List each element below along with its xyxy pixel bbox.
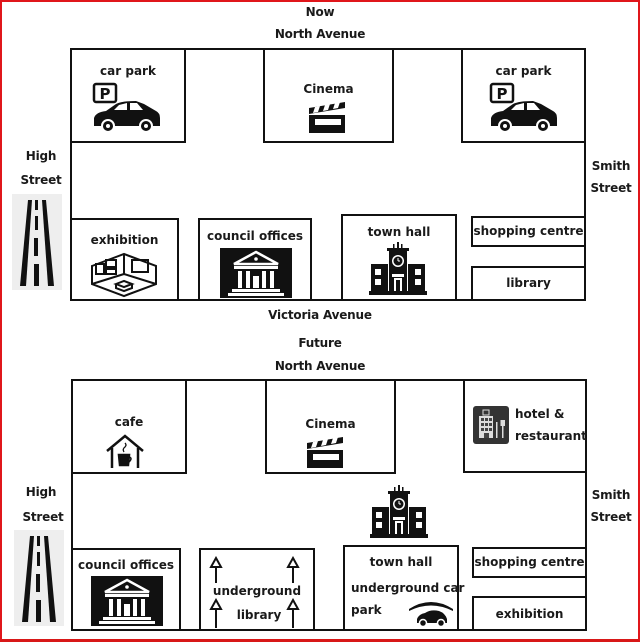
street-smith-street-line1: Smith: [591, 159, 631, 173]
building-label: council offices: [78, 558, 174, 572]
street-victoria-avenue: Victoria Avenue: [268, 308, 372, 322]
south-boundary: [71, 629, 587, 631]
building-label: cafe: [114, 415, 144, 429]
building-label-line2: restaurant: [515, 429, 587, 443]
building-label: Cinema: [305, 417, 356, 431]
cafe-house-icon: [105, 433, 145, 469]
building-sublabel-line2: park: [351, 603, 382, 617]
government-building-icon: [220, 248, 292, 298]
building-hotel-restaurant: hotel & restaurant: [463, 379, 587, 473]
building-label: exhibition: [90, 233, 159, 247]
building-label-line2: library: [236, 608, 282, 622]
building-underground-library: underground library: [199, 548, 315, 631]
up-arrow-icon: [209, 556, 223, 584]
up-arrow-icon: [286, 598, 300, 628]
building-council-offices: council offices: [71, 548, 181, 631]
building-label: council offices: [207, 229, 303, 243]
building-label: town hall: [369, 555, 433, 569]
road-icon: [14, 530, 64, 626]
svg-text:P: P: [497, 85, 508, 103]
street-smith-street-line2: Street: [590, 510, 632, 524]
hotel-restaurant-icon: [473, 406, 509, 444]
building-label: town hall: [367, 225, 431, 239]
town-hall-clock-icon: [369, 242, 427, 296]
street-smith-street-line2: Street: [590, 181, 632, 195]
building-label-line1: underground: [212, 584, 302, 598]
south-boundary: [70, 299, 586, 301]
up-arrow-icon: [209, 598, 223, 628]
parking-car-icon: P: [92, 82, 164, 134]
street-high-street-line2: Street: [20, 173, 62, 187]
building-car-park-east: car park P: [461, 48, 586, 143]
building-cinema: Cinema: [265, 379, 396, 474]
building-label-line1: hotel &: [515, 407, 565, 421]
street-smith-street-line1: Smith: [591, 488, 631, 502]
town-hall-clock-icon: [370, 485, 428, 539]
building-council-offices: council offices: [198, 218, 312, 301]
building-shopping-centre: shopping centre: [471, 216, 586, 247]
building-exhibition: exhibition: [70, 218, 179, 301]
street-north-avenue: North Avenue: [274, 27, 366, 41]
building-town-hall: town hall: [341, 214, 457, 301]
building-label: car park: [100, 64, 156, 78]
parking-car-icon: P: [489, 82, 561, 134]
west-boundary: [71, 379, 73, 630]
building-exhibition: exhibition: [472, 596, 587, 631]
clapperboard-icon: [305, 435, 345, 469]
map-title-future: Future: [298, 336, 342, 350]
building-shopping-centre: shopping centre: [472, 547, 587, 578]
clapperboard-icon: [307, 100, 347, 134]
svg-text:P: P: [100, 85, 111, 103]
building-cinema: Cinema: [263, 48, 394, 143]
east-boundary: [585, 379, 587, 630]
building-town-hall-underground-car-park: town hall underground car park: [343, 545, 464, 631]
street-high-street-line1: High: [25, 485, 57, 499]
up-arrow-icon: [286, 556, 300, 584]
building-cafe: cafe: [71, 379, 187, 474]
street-high-street-line2: Street: [22, 510, 64, 524]
street-north-avenue: North Avenue: [274, 359, 366, 373]
east-boundary: [584, 48, 586, 300]
building-car-park-west: car park P: [70, 48, 186, 143]
building-label: car park: [495, 64, 552, 78]
road-icon: [12, 194, 62, 290]
building-label: Cinema: [303, 82, 354, 96]
government-building-icon: [91, 576, 163, 626]
gallery-room-icon: [90, 252, 158, 298]
covered-car-icon: [407, 597, 455, 627]
west-boundary: [70, 48, 72, 300]
building-label: exhibition: [495, 607, 564, 621]
building-library: library: [471, 266, 586, 301]
building-label: library: [506, 276, 551, 290]
street-high-street-line1: High: [25, 149, 57, 163]
building-label: shopping centre: [473, 224, 584, 238]
map-title-now: Now: [305, 5, 335, 19]
building-label: shopping centre: [474, 555, 585, 569]
building-sublabel-line1: underground car: [351, 581, 465, 595]
